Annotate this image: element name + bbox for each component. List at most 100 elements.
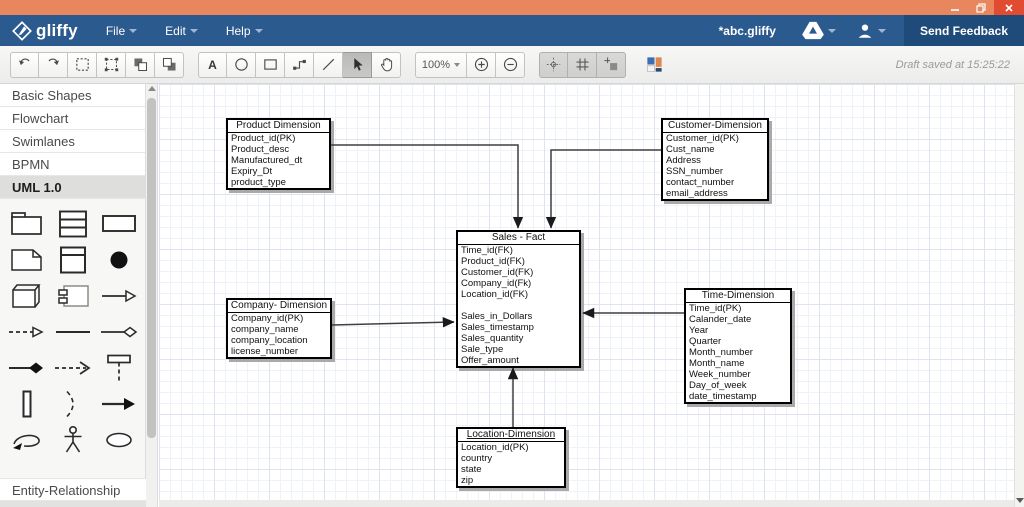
component-box-shape[interactable] [5,279,49,313]
entity-attribute: zip [461,475,474,486]
note-shape[interactable] [5,243,49,277]
undo-button[interactable] [10,51,39,78]
scroll-up-arrow-icon[interactable] [148,86,156,91]
entity-attribute: Quarter [689,336,722,347]
activation-bar-shape[interactable] [5,387,49,421]
edit-menu[interactable]: Edit [151,15,212,46]
sidebar-item-swimlanes[interactable]: Swimlanes [0,130,145,153]
text-icon: A [204,56,221,73]
maximize-button[interactable] [968,0,994,15]
canvas-scrollbar[interactable] [1014,84,1024,507]
connector-company-to-sales[interactable] [331,317,455,328]
redo-button[interactable] [39,51,68,78]
multi-select-button[interactable] [97,51,126,78]
sidebar-scrollbar-thumb[interactable] [147,98,156,438]
rectangle-tool-button[interactable] [256,51,285,78]
actor-shape[interactable] [51,423,95,457]
minimize-button[interactable] [942,0,968,15]
entity-attribute: Month_number [689,347,753,358]
entity-customer-dimension-title: Customer-Dimension [663,120,767,133]
ellipse-shape[interactable] [97,423,141,457]
close-button[interactable] [994,0,1024,15]
bring-forward-button[interactable] [126,51,155,78]
connector-tool-button[interactable] [285,51,314,78]
entity-product-dimension-title: Product Dimension [228,120,329,133]
marquee-select-button[interactable] [68,51,97,78]
sidebar-scrollbar[interactable] [146,84,158,507]
chevron-down-icon [827,28,836,33]
package-shape[interactable] [5,207,49,241]
snap-to-guides-toggle[interactable] [539,51,568,78]
zoom-out-button[interactable] [496,51,525,78]
sidebar-item-bpmn[interactable]: BPMN [0,153,145,176]
self-loop-arrow-shape[interactable] [5,423,49,457]
dashed-arc-shape[interactable] [51,387,95,421]
google-drive-menu[interactable] [792,15,846,46]
filled-diamond-line-shape[interactable] [5,351,49,385]
zoom-level-dropdown[interactable]: 100% [415,51,467,78]
grid-toggle[interactable] [568,51,597,78]
sidebar-item-flowchart[interactable]: Flowchart [0,107,145,130]
help-menu[interactable]: Help [212,15,277,46]
zoom-in-button[interactable] [467,51,496,78]
shape-palette [0,204,146,460]
multi-select-icon [103,56,120,73]
palette-icon [645,55,664,74]
chevron-down-icon [189,28,198,33]
horizontal-scrollbar-track[interactable] [159,500,1014,507]
window-titlebar [0,0,1024,15]
entity-attribute: product_type [231,177,286,188]
sidebar-item-basic-shapes[interactable]: Basic Shapes [0,84,145,107]
rectangle-shape[interactable] [97,207,141,241]
entity-attribute: SSN_number [666,166,724,177]
svg-text:A: A [208,58,217,72]
toolbar-group: A [198,51,401,78]
dashed-open-arrow-shape[interactable] [5,315,49,349]
zoom-level-value: 100% [421,58,451,71]
filled-circle-shape[interactable] [97,243,141,277]
minimize-icon [950,3,960,13]
solid-arrow-shape[interactable] [97,387,141,421]
ellipse-icon [233,56,250,73]
plain-line-shape[interactable] [51,315,95,349]
line-tool-button[interactable] [314,51,343,78]
diamond-line-shape[interactable] [97,315,141,349]
connector-product-to-sales[interactable] [331,144,524,229]
text-tool-button[interactable]: A [198,51,227,78]
file-menu-label: File [105,23,126,38]
connector-customer-to-sales[interactable] [545,149,661,229]
open-arrow-shape[interactable] [97,279,141,313]
object-shape[interactable] [51,243,95,277]
hand-icon [378,56,395,73]
sidebar-item-uml-1-0[interactable]: UML 1.0 [0,176,145,199]
pan-tool-button[interactable] [372,51,401,78]
user-icon [856,22,874,40]
entity-attribute: company_location [231,335,308,346]
entity-attribute: Time_id(FK) [461,245,513,256]
ellipse-tool-button[interactable] [227,51,256,78]
theme-palette-button[interactable] [640,52,669,78]
zoom-out-icon [502,56,519,73]
sidebar-item-entity-relationship[interactable]: Entity-Relationship [0,478,146,501]
send-feedback-button[interactable]: Send Feedback [903,15,1024,46]
user-account-menu[interactable] [846,15,896,46]
snap-to-objects-toggle[interactable] [597,51,626,78]
file-menu[interactable]: File [92,15,151,46]
pointer-tool-button[interactable] [343,51,372,78]
dashed-vee-arrow-shape[interactable] [51,351,95,385]
lifeline-shape[interactable] [97,351,141,385]
class-shape[interactable] [51,207,95,241]
entity-attribute: Time_id(PK) [689,303,742,314]
scroll-down-arrow-icon[interactable] [1016,498,1024,503]
send-backward-icon [161,56,178,73]
send-backward-button[interactable] [155,51,184,78]
component-ports-shape[interactable] [51,279,95,313]
entity-attribute: date_timestamp [689,391,757,402]
